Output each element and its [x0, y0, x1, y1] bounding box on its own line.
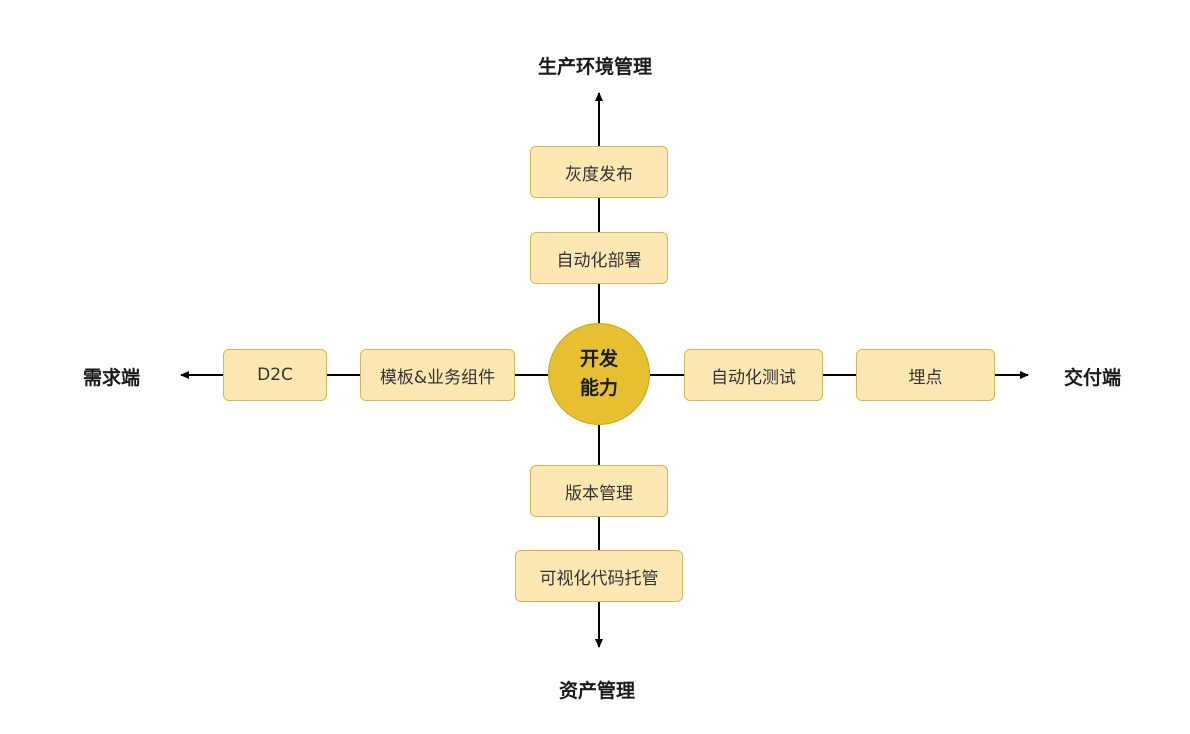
axis-label-top: 生产环境管理	[538, 56, 653, 78]
center-node: 开发 能力	[548, 323, 650, 425]
axis-label-left: 需求端	[83, 367, 141, 389]
center-label-line2: 能力	[579, 377, 618, 399]
node-template-components: 模板&业务组件	[360, 349, 515, 401]
node-d2c: D2C	[223, 349, 327, 401]
node-version-mgmt: 版本管理	[530, 465, 668, 517]
node-tracking: 埋点	[856, 349, 995, 401]
node-auto-deploy: 自动化部署	[530, 232, 668, 284]
axis-label-right: 交付端	[1064, 367, 1122, 389]
node-auto-test: 自动化测试	[684, 349, 823, 401]
axis-label-bottom: 资产管理	[559, 680, 636, 702]
center-label-line1: 开发	[579, 348, 618, 370]
node-visual-code-hosting: 可视化代码托管	[515, 550, 683, 602]
node-gray-release: 灰度发布	[530, 146, 668, 198]
